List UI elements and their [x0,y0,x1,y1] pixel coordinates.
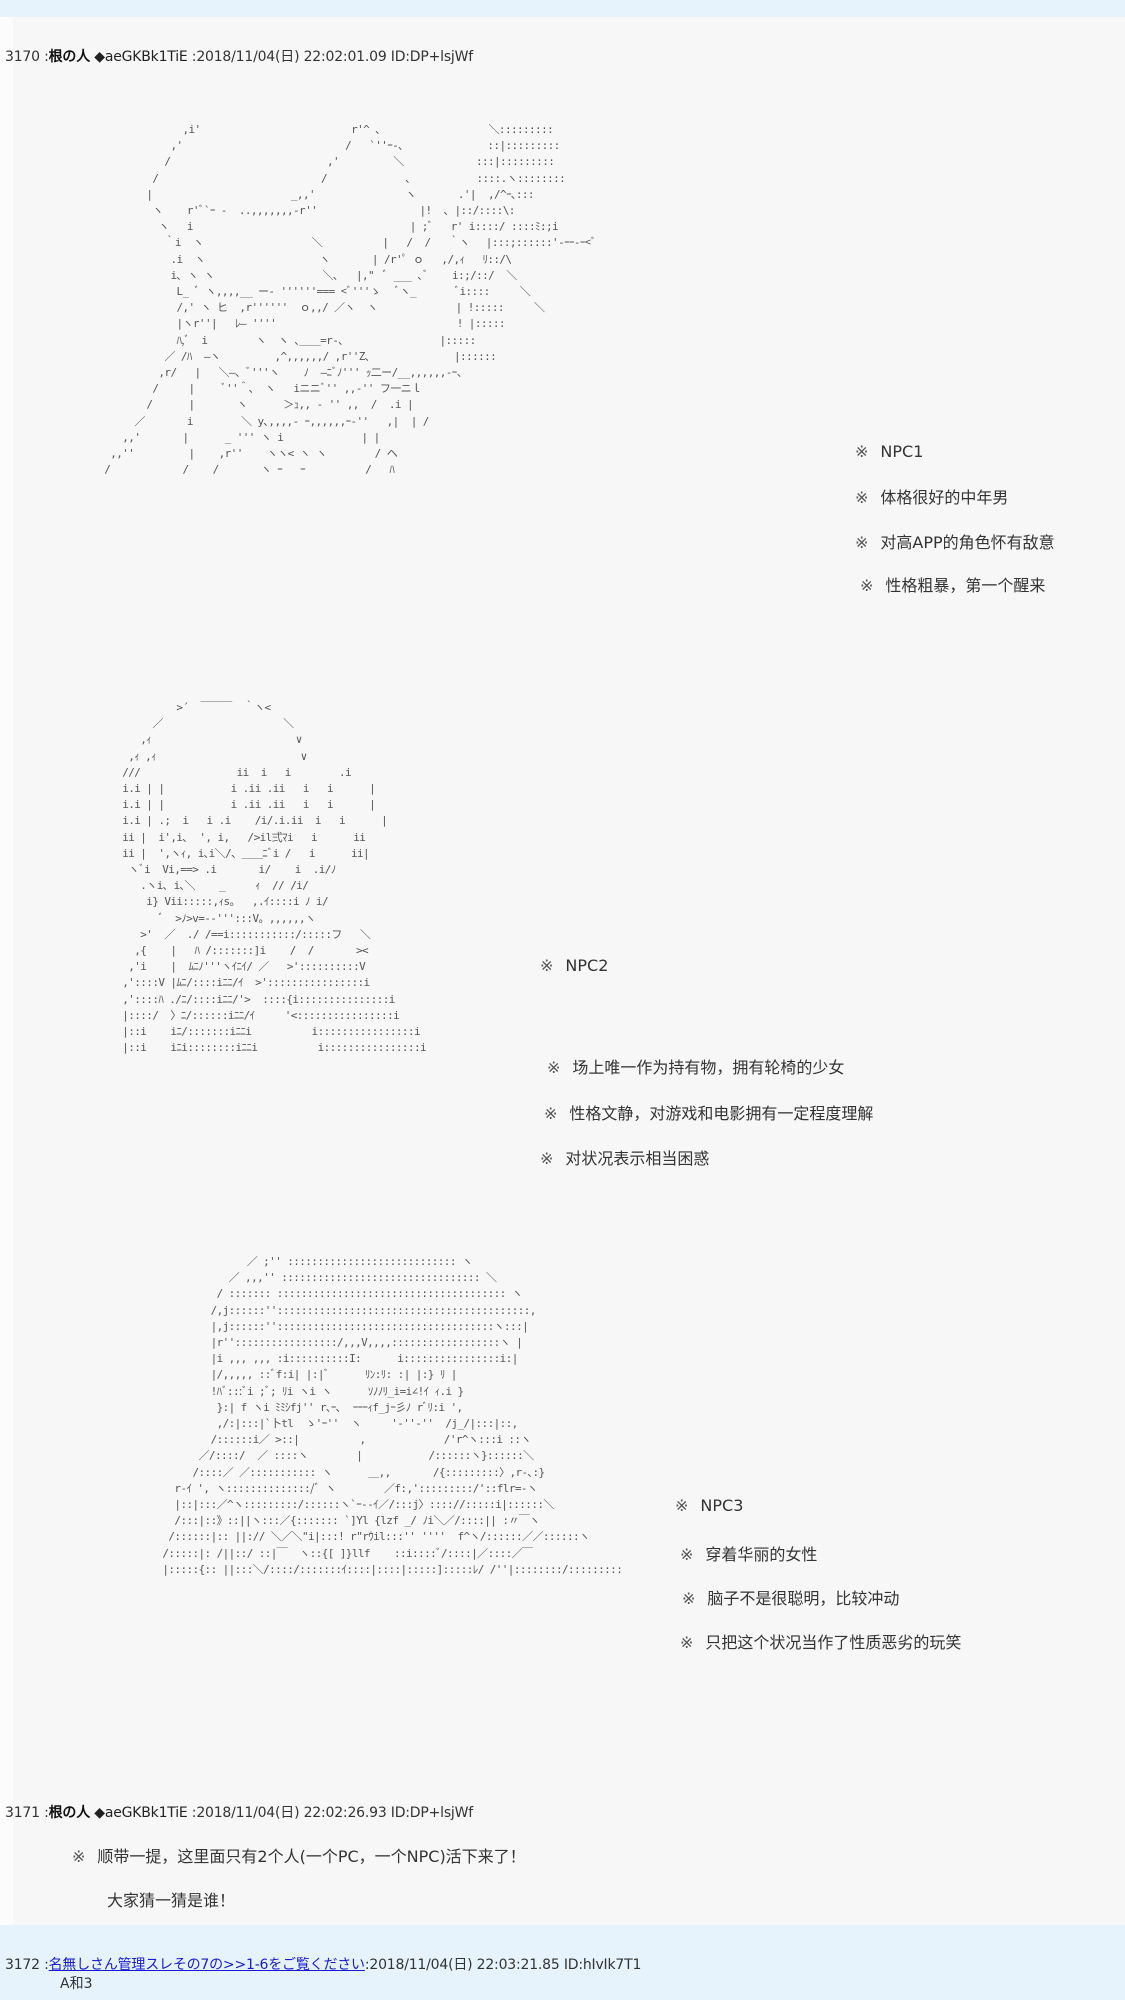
post-number[interactable]: 3170 [5,49,40,65]
note-npc2-2: ※ 性格文静，对游戏和电影拥有一定程度理解 [544,1100,873,1124]
note-npc1-title: ※ NPC1 [855,442,923,461]
poster-trip: ◆aeGKBk1TiE [90,1805,192,1821]
note-text: 只把这个状况当作了性质恶劣的玩笑 [705,1633,962,1652]
reference-mark-icon: ※ [540,956,554,975]
reference-mark-icon: ※ [544,1104,558,1123]
reference-mark-icon: ※ [855,442,869,461]
note-text: 穿着华丽的女性 [705,1545,818,1564]
note-text: 体格很好的中年男 [880,488,1009,507]
note-npc3-2: ※ 脑子不是很聪明，比较冲动 [682,1585,899,1609]
poster-name: 根の人 [48,1805,91,1821]
reference-mark-icon: ※ [72,1847,86,1866]
post-number[interactable]: 3171 [5,1805,40,1821]
reference-mark-icon: ※ [855,488,869,507]
ascii-art-npc2: >´ ￣￣￣ ｀ヽ< ／ ＼ ,ｨ ∨ ,ｨ ,ｨ ∨ /// ii i i .… [122,701,426,1055]
page-top-band [0,0,1125,17]
separator: : [39,1805,49,1821]
post-area [13,17,1125,1925]
next-post-band [0,1925,1125,2000]
reference-mark-icon: ※ [547,1058,561,1077]
poster-name: 根の人 [48,49,91,65]
note-text: 性格文静，对游戏和电影拥有一定程度理解 [569,1104,874,1123]
post-text: 顺带一提，这里面只有2个人(一个PC，一个NPC)活下来了！ [97,1847,526,1866]
post-number[interactable]: 3172 [5,1957,40,1973]
poster-name-link[interactable]: 名無しさん管理スレその7の>>1-6をご覧ください [48,1957,365,1973]
reference-mark-icon: ※ [540,1149,554,1168]
reference-mark-icon: ※ [860,576,874,595]
ascii-art-npc1: ,i' r'^ ､ ＼::::::::: ,' / `''ｰ-､ ::|::::… [104,123,596,477]
post-date-id: :2018/11/04(日) 22:02:26.93 ID:DP+lsjWf [191,1805,473,1821]
note-text: NPC3 [700,1496,744,1515]
note-text: 对状况表示相当困惑 [565,1149,710,1168]
note-text: 场上唯一作为持有物，拥有轮椅的少女 [572,1058,845,1077]
note-npc2-1: ※ 场上唯一作为持有物，拥有轮椅的少女 [547,1054,844,1078]
separator: : [39,1957,49,1973]
note-npc1-3: ※ 性格粗暴，第一个醒来 [860,572,1045,596]
note-npc3-title: ※ NPC3 [675,1496,743,1515]
note-text: NPC2 [565,956,609,975]
note-npc1-1: ※ 体格很好的中年男 [855,484,1008,508]
post-header-3170: 3170 :根の人 ◆aeGKBk1TiE :2018/11/04(日) 22:… [5,46,473,66]
reference-mark-icon: ※ [682,1589,696,1608]
reference-mark-icon: ※ [675,1496,689,1515]
post-date-id: :2018/11/04(日) 22:03:21.85 ID:hIvIk7T1 [364,1957,642,1973]
note-text: 脑子不是很聪明，比较冲动 [707,1589,900,1608]
note-npc2-title: ※ NPC2 [540,956,608,975]
poster-trip: ◆aeGKBk1TiE [90,49,192,65]
left-margin [0,17,13,1925]
post-3171-line-1: ※ 顺带一提，这里面只有2个人(一个PC，一个NPC)活下来了！ [72,1843,526,1867]
note-text: NPC1 [880,442,924,461]
post-3172-body: A和3 [60,1976,93,1992]
ascii-art-npc3: ／ ;'' :::::::::::::::::::::::::::: ヽ ／ ,… [162,1255,623,1576]
reference-mark-icon: ※ [680,1633,694,1652]
post-date-id: :2018/11/04(日) 22:02:01.09 ID:DP+lsjWf [191,49,473,65]
reference-mark-icon: ※ [680,1545,694,1564]
reference-mark-icon: ※ [855,533,869,552]
post-header-3172: 3172 :名無しさん管理スレその7の>>1-6をご覧ください:2018/11/… [5,1954,641,1974]
note-npc2-3: ※ 对状况表示相当困惑 [540,1145,709,1169]
note-npc3-1: ※ 穿着华丽的女性 [680,1541,817,1565]
note-text: 性格粗暴，第一个醒来 [885,576,1046,595]
note-npc1-2: ※ 对高APP的角色怀有敌意 [855,529,1055,553]
post-header-3171: 3171 :根の人 ◆aeGKBk1TiE :2018/11/04(日) 22:… [5,1802,473,1822]
separator: : [39,49,49,65]
note-npc3-3: ※ 只把这个状况当作了性质恶劣的玩笑 [680,1629,961,1653]
note-text: 对高APP的角色怀有敌意 [880,533,1055,552]
post-3171-line-2: 大家猜一猜是谁！ [107,1891,236,1910]
